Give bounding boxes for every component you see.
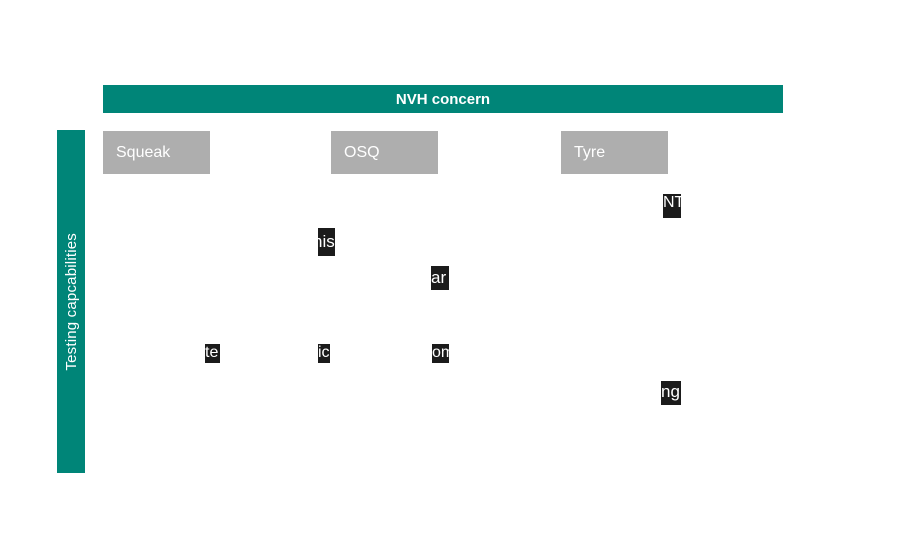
label-fragment: ic bbox=[318, 344, 330, 363]
column-header-tyre: Tyre bbox=[561, 131, 668, 174]
label-fragment: te bbox=[205, 344, 220, 363]
column-label: OSQ bbox=[344, 143, 380, 161]
label-fragment: om bbox=[432, 344, 449, 363]
label-fragment: NT bbox=[663, 194, 681, 218]
label-fragment: ar bbox=[431, 266, 449, 290]
nvh-concern-header: NVH concern bbox=[103, 85, 783, 113]
label-fragment: ng bbox=[661, 381, 681, 405]
label-fragment: his bbox=[318, 228, 335, 256]
nvh-concern-title: NVH concern bbox=[395, 90, 491, 108]
column-label: Squeak bbox=[116, 143, 171, 161]
column-label: Tyre bbox=[574, 143, 606, 161]
testing-capabilities-bar: Testing capcabilities bbox=[57, 130, 85, 473]
testing-capabilities-label: Testing capcabilities bbox=[62, 232, 80, 371]
column-header-squeak: Squeak bbox=[103, 131, 210, 174]
column-header-osq: OSQ bbox=[331, 131, 438, 174]
